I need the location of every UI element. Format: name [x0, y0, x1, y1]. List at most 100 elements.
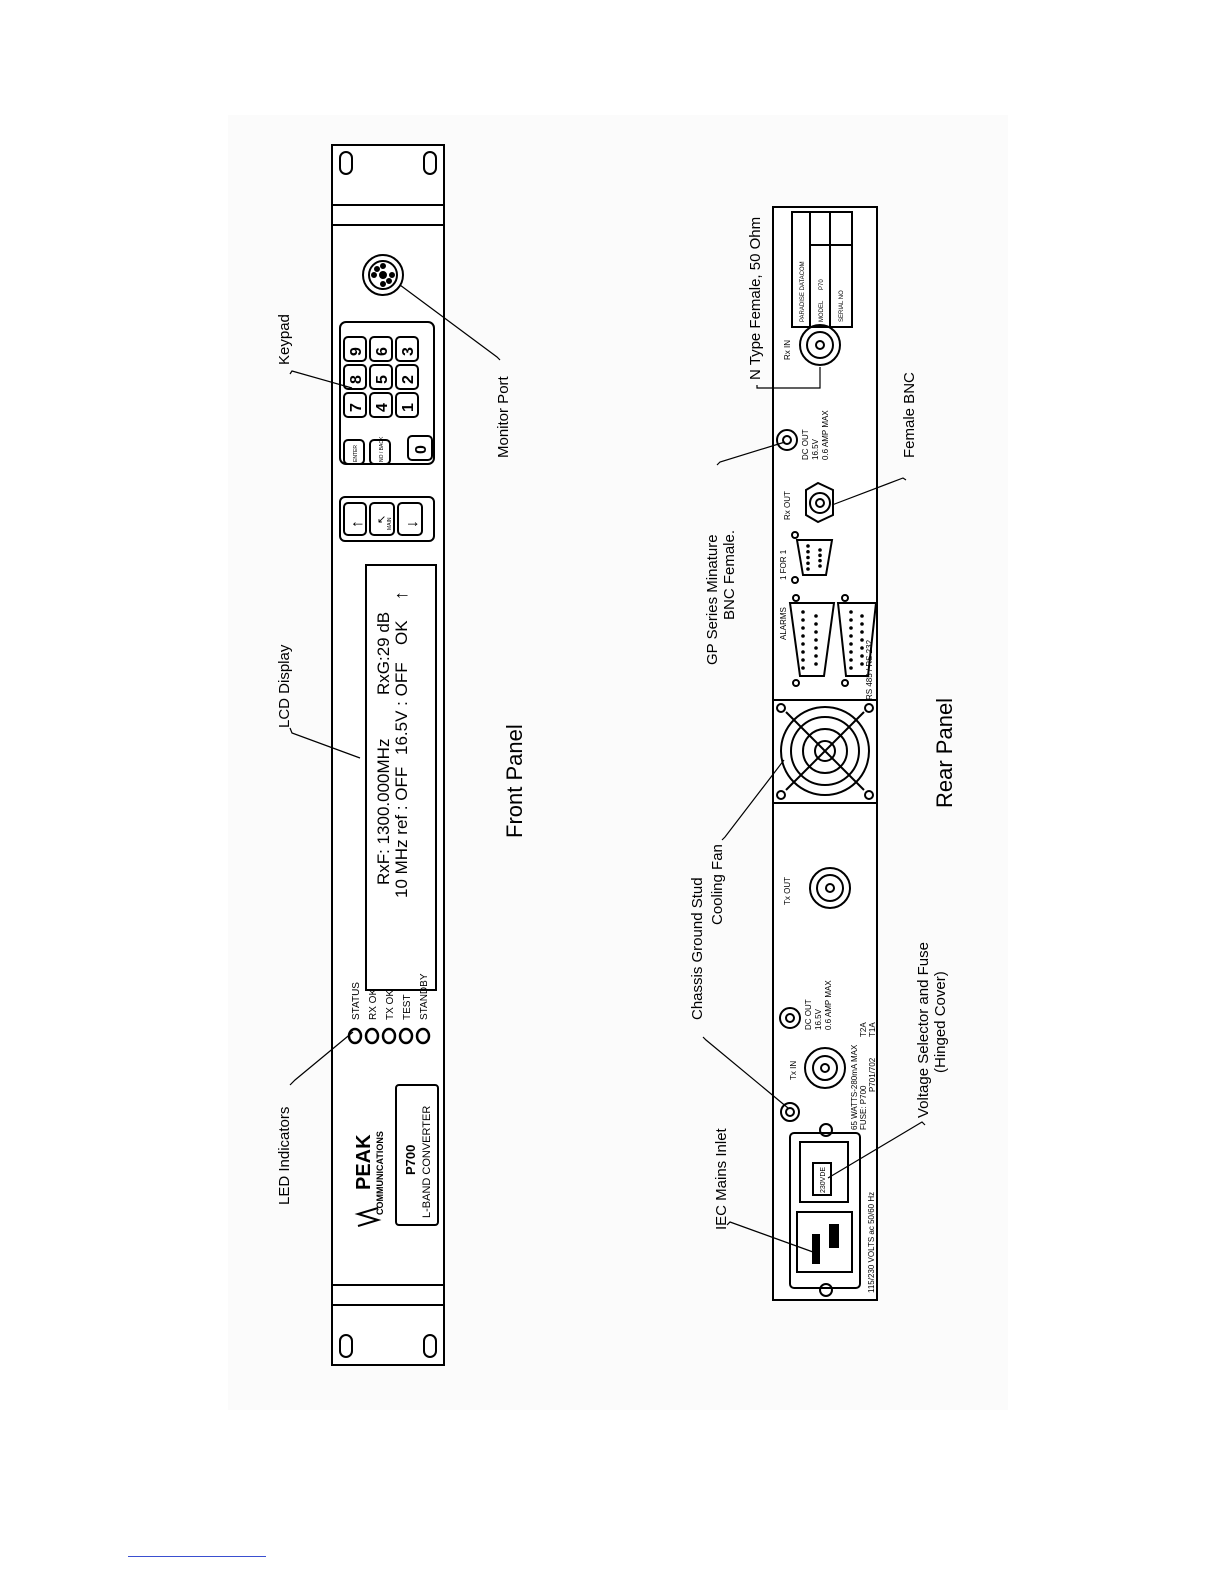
pin-dot — [849, 650, 853, 654]
pin-dot — [814, 614, 818, 618]
keypad-key-5[interactable]: 5 — [369, 364, 393, 390]
pin-dot — [806, 544, 810, 548]
fuse-rating-2: T1A — [868, 1022, 877, 1037]
keypad-key-6[interactable]: 6 — [369, 336, 393, 362]
tx-in-connector — [804, 1047, 846, 1089]
tx-out-label: Tx OUT — [783, 877, 792, 905]
keypad-key-label: 7 — [348, 403, 365, 412]
nav-main-key[interactable]: ↖ MAIN — [369, 502, 395, 536]
keypad-key-label: 1 — [400, 403, 417, 412]
model-plate — [395, 1084, 439, 1226]
rating-plate — [791, 211, 853, 328]
pin-dot — [818, 548, 822, 552]
pin-dot — [801, 626, 805, 630]
keypad-key-1[interactable]: 1 — [395, 392, 419, 418]
iec-socket — [796, 1211, 853, 1273]
keypad-key-label: 9 — [348, 347, 365, 356]
rear-panel — [772, 206, 878, 1301]
keypad-key-3[interactable]: 3 — [395, 336, 419, 362]
led-label: STANDBY — [419, 973, 430, 1020]
nav-up-icon: ↑ — [349, 520, 366, 528]
lcd-display-label: LCD Display — [276, 644, 293, 728]
pin-dot — [860, 646, 864, 650]
nav-keys: ↑ ↖ MAIN ↓ — [343, 502, 423, 536]
chassis-label: Chassis Ground Stud — [689, 877, 706, 1020]
pin-dot — [860, 630, 864, 634]
pin-dot — [801, 634, 805, 638]
no-back-key[interactable]: NO / BACK — [369, 436, 391, 465]
keypad-key-9[interactable]: 9 — [343, 336, 367, 362]
rx-out-connector — [805, 481, 834, 524]
nav-down-icon: ↓ — [404, 520, 421, 528]
keypad-key-label: 6 — [374, 347, 391, 356]
keypad-key-label: 2 — [400, 375, 417, 384]
led-label: RX OK — [368, 989, 379, 1020]
pin-dot — [801, 658, 805, 662]
alarms-port — [788, 594, 836, 687]
pin-dot — [860, 622, 864, 626]
dc-out-1-amp: 0.6 AMP MAX — [824, 980, 833, 1030]
pin-dot — [818, 564, 822, 568]
led-label: TEST — [402, 994, 413, 1020]
led-icon — [364, 1027, 380, 1045]
led-tx-ok: TX OK — [381, 990, 397, 1045]
dc-out-2-label: DC OUT — [801, 429, 810, 460]
keypad-key-2[interactable]: 2 — [395, 364, 419, 390]
dc-out-1-volt: 16.5V — [814, 1008, 823, 1030]
lcd-line2-left: 10 MHz ref : OFF — [392, 767, 411, 898]
brand-sub: COMMUNICATIONS — [375, 1131, 385, 1215]
pin-dot — [849, 618, 853, 622]
plate-maker: PARADISE DATACOM — [800, 261, 806, 322]
pin-dot — [814, 638, 818, 642]
keypad-key-0[interactable]: 0 — [407, 435, 433, 461]
pin-dot — [806, 561, 810, 566]
rx-in-label: Rx IN — [783, 340, 792, 360]
led-standby: STANDBY — [415, 973, 431, 1045]
model-name: P700 — [403, 1145, 418, 1175]
pin-dot — [814, 622, 818, 626]
pin-dot — [860, 662, 864, 666]
led-rx-ok: RX OK — [364, 989, 380, 1045]
pin-dot — [849, 626, 853, 630]
pin-dot — [814, 630, 818, 634]
one-for-one-port — [791, 531, 834, 584]
nav-up-key[interactable]: ↑ — [343, 502, 367, 536]
connector-pins — [801, 544, 864, 670]
dc-out-2-amp: 0.6 AMP MAX — [821, 410, 830, 460]
voltage-tag — [812, 1162, 832, 1196]
rx-in-connector — [799, 324, 841, 366]
plate-model-label: MODEL — [819, 300, 825, 322]
plate-serial-label: SERIAL NO — [839, 290, 845, 322]
keypad: 7 8 9 45 6 1 2 3 0 — [343, 336, 433, 461]
keypad-key-8[interactable]: 8 — [343, 364, 367, 390]
cooling-fan — [772, 699, 878, 804]
rs-port — [836, 594, 878, 687]
lcd-line1-right: RxG:29 dB — [374, 612, 393, 695]
nav-down-key[interactable]: ↓ — [397, 502, 423, 536]
dc-out-1 — [779, 1007, 801, 1029]
pin-dot — [814, 654, 818, 658]
gp-label-2: BNC Female. — [721, 530, 738, 620]
pin-dot — [860, 614, 864, 618]
pin-dot — [814, 662, 818, 666]
monitor-port-label: Monitor Port — [495, 375, 512, 458]
gp-label-1: GP Series Minature — [704, 534, 721, 665]
alarms-label: ALARMS — [779, 607, 788, 640]
lcd-line2-status: OK — [392, 620, 411, 645]
dc-out-2 — [776, 429, 798, 451]
keypad-key-4[interactable]: 4 — [369, 392, 393, 418]
pin-dot — [801, 650, 805, 654]
keypad-key-7[interactable]: 7 — [343, 392, 367, 418]
pin-dot — [801, 618, 805, 622]
ntype-label: N Type Female, 50 Ohm — [747, 217, 764, 380]
iec-inlet — [789, 1132, 861, 1289]
fuse-text-1: FUSE: P700 — [859, 1085, 868, 1130]
keypad-key-label: 8 — [348, 375, 365, 384]
pin-dot — [801, 642, 805, 646]
enter-key[interactable]: ENTER — [343, 439, 365, 465]
pin-dot — [806, 555, 810, 560]
keypad-key-label: 3 — [400, 347, 417, 356]
pin-dot — [818, 558, 822, 563]
